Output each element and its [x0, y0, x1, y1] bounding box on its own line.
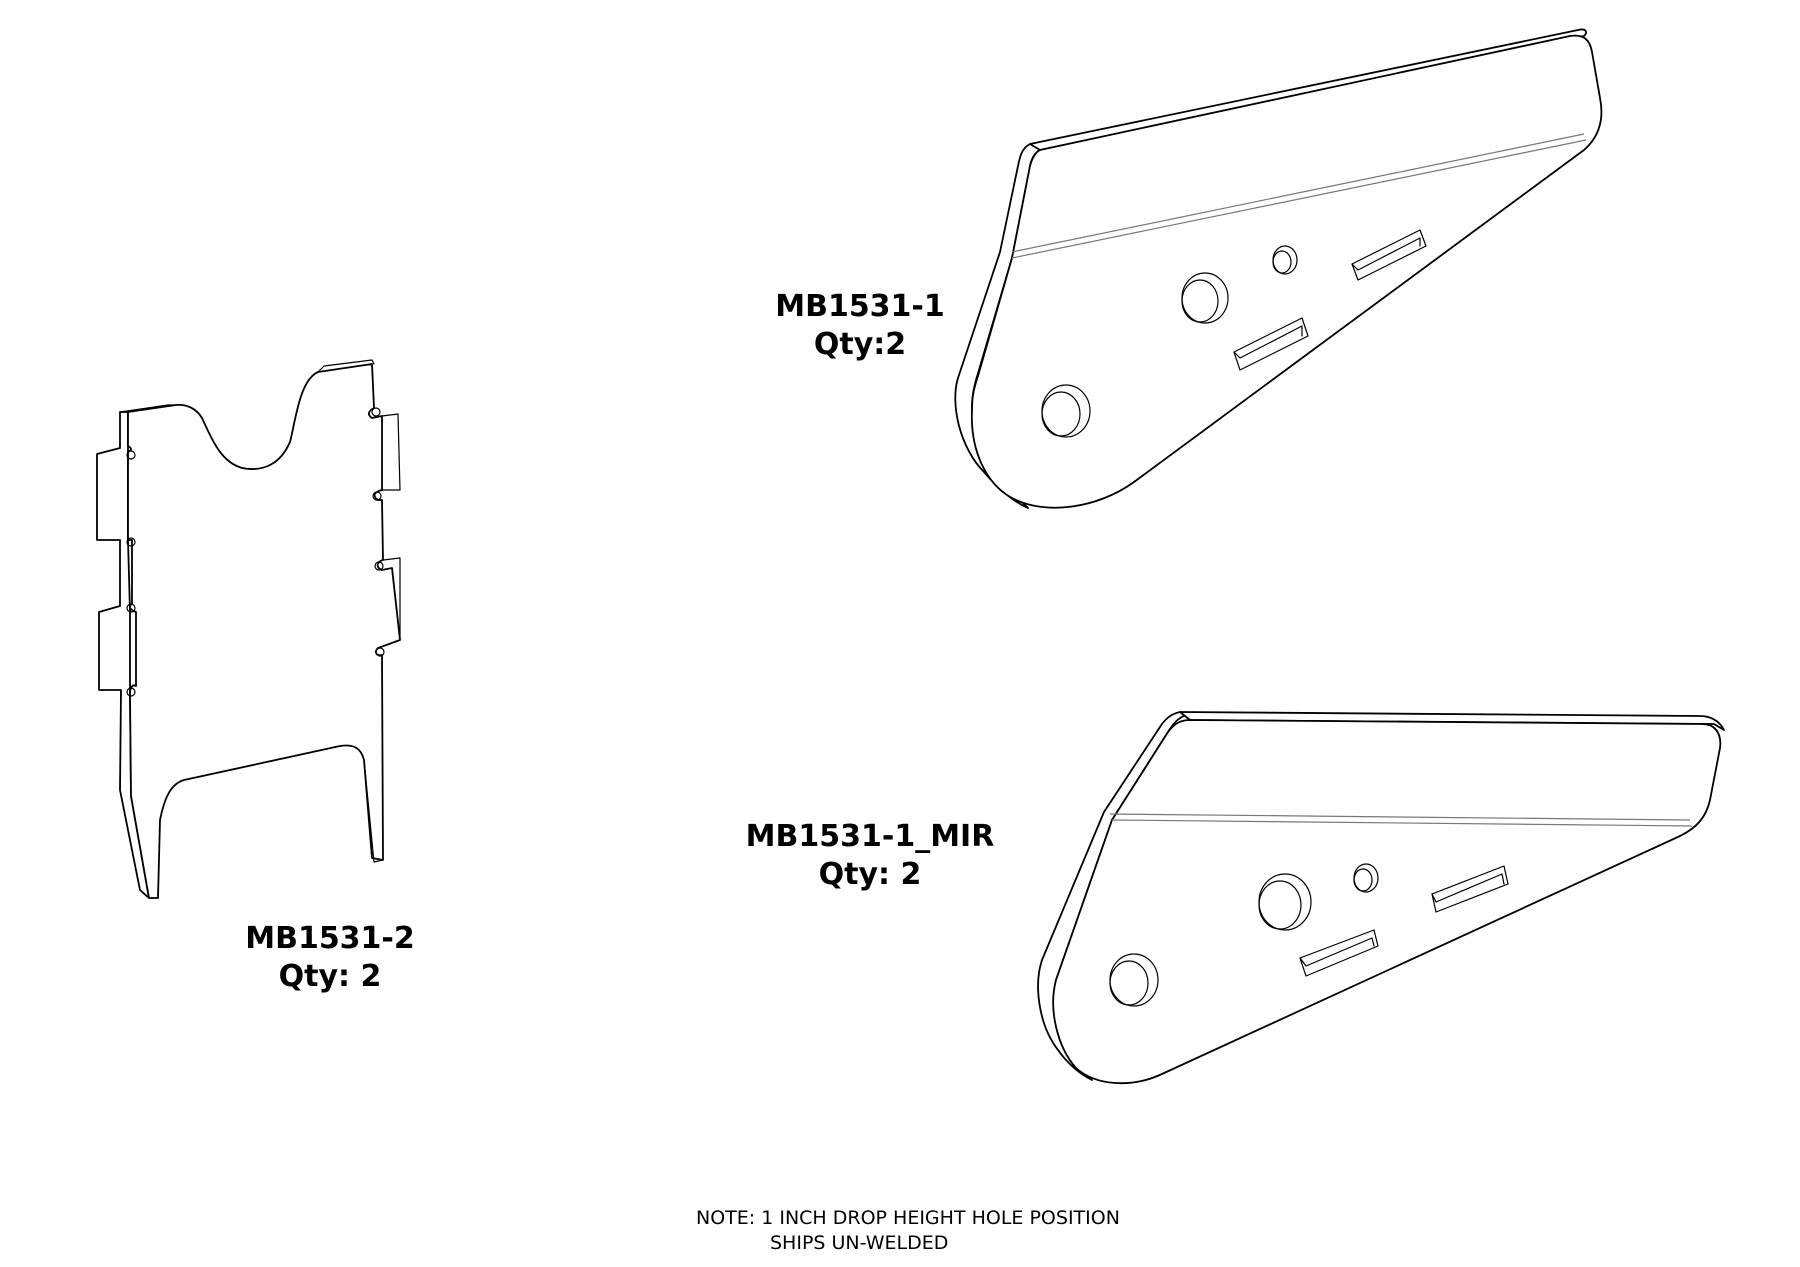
left-plate-notch — [126, 687, 136, 697]
part-name: MB1531-1 — [775, 289, 945, 324]
top-bracket-hole-inner — [1041, 391, 1081, 437]
left-plate-right-side — [363, 413, 401, 863]
top-bracket-crease — [1011, 139, 1587, 259]
left-plate-drawing — [96, 359, 401, 899]
left-plate-face — [127, 363, 401, 899]
left-plate-notch — [374, 561, 384, 571]
bottom-bracket-hole-inner — [1109, 960, 1149, 1006]
left-plate-top-tab — [119, 359, 375, 413]
bottom-bracket-top-thickness — [1179, 711, 1725, 731]
bottom-bracket-crease — [1109, 813, 1691, 821]
bottom-bracket-slot-inner — [1299, 937, 1375, 967]
left-plate-notch — [375, 647, 385, 657]
left-plate-notch — [372, 491, 382, 501]
top-bracket-hole-inner — [1272, 250, 1292, 274]
part-label-mb1531-1-mir: MB1531-1_MIR Qty: 2 — [720, 818, 1020, 894]
part-qty: Qty: 2 — [818, 857, 922, 892]
left-plate-notch — [126, 603, 136, 613]
top-bracket-slot — [1233, 317, 1309, 371]
bottom-bracket-hole-inner — [1353, 868, 1373, 892]
bottom-right-bracket-drawing — [1037, 711, 1725, 1085]
bottom-bracket-slot-inner — [1431, 873, 1505, 903]
part-name: MB1531-2 — [245, 921, 415, 956]
bottom-bracket-face — [1052, 719, 1722, 1085]
top-bracket-slot-inner — [1233, 325, 1303, 359]
top-bracket-crease — [1011, 133, 1585, 253]
part-name: MB1531-1_MIR — [745, 819, 995, 854]
part-qty: Qty: 2 — [278, 959, 382, 994]
top-bracket-slot-inner — [1351, 237, 1421, 271]
top-bracket-hole-inner — [1181, 279, 1219, 323]
bottom-bracket-slot — [1299, 929, 1379, 977]
bottom-bracket-slot — [1431, 865, 1509, 913]
left-plate-notch — [371, 407, 381, 417]
part-label-mb1531-2: MB1531-2 Qty: 2 — [150, 920, 510, 996]
part-qty: Qty:2 — [813, 327, 907, 362]
bottom-bracket-crease — [1111, 819, 1693, 827]
left-plate-notch — [126, 450, 136, 460]
note-line-2: SHIPS UN-WELDED — [770, 1232, 949, 1254]
drawing-note: NOTE: 1 INCH DROP HEIGHT HOLE POSITION S… — [640, 1206, 1200, 1256]
top-right-bracket-drawing — [954, 28, 1603, 509]
note-line-1: NOTE: 1 INCH DROP HEIGHT HOLE POSITION — [696, 1207, 1120, 1229]
left-plate-leg-edge — [119, 689, 150, 899]
part-label-mb1531-1: MB1531-1 Qty:2 — [700, 288, 1020, 364]
top-bracket-slot — [1351, 229, 1427, 281]
left-plate-notch — [126, 537, 136, 547]
bottom-bracket-hole-inner — [1258, 880, 1302, 930]
